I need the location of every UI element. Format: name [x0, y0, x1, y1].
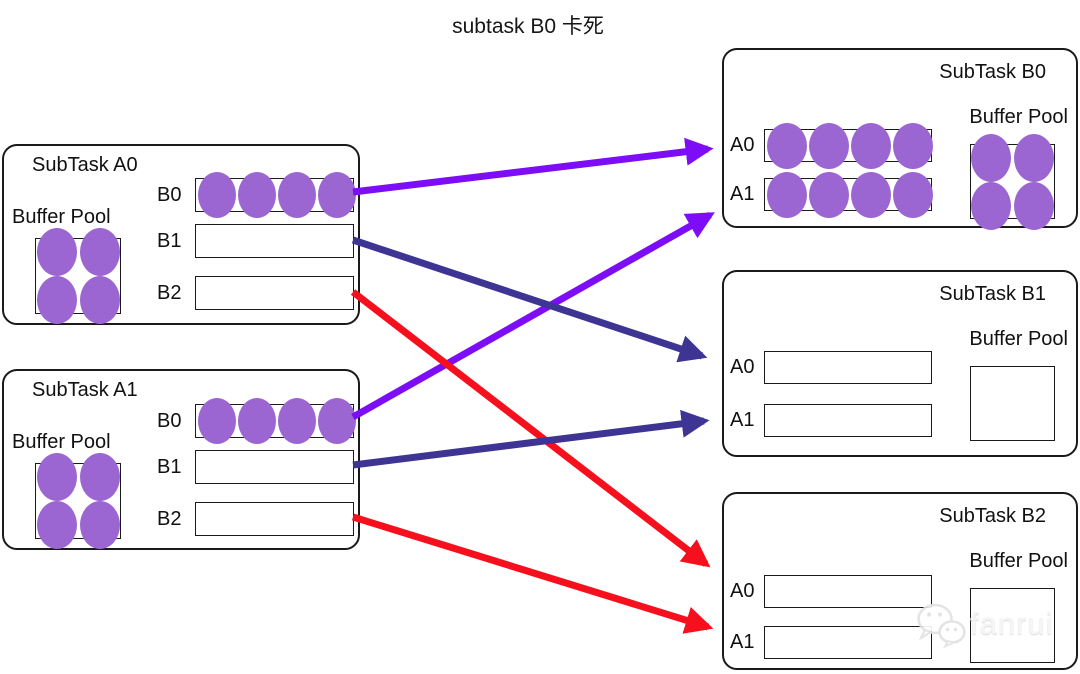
- diagram-title: subtask B0 卡死: [452, 15, 604, 38]
- watermark-text: fanrui: [970, 606, 1054, 641]
- buffer-token: [767, 122, 807, 169]
- buffer-pool-label: Buffer Pool: [969, 550, 1068, 572]
- queue-row: B1: [157, 224, 354, 258]
- output-queue-b0: [195, 398, 356, 444]
- arrow-a1b0-to-b0a1: [351, 211, 715, 421]
- output-queue-b1: [195, 224, 354, 258]
- subtask-b1-title: SubTask B1: [939, 283, 1046, 305]
- buffer-token: [809, 171, 849, 218]
- queue-label: B2: [157, 507, 182, 530]
- buffer-pool-label: Buffer Pool: [12, 431, 111, 453]
- buffer-pool: [970, 133, 1055, 230]
- queue-label: A0: [730, 134, 755, 156]
- queue-row: A0: [730, 575, 932, 608]
- buffer-token: [79, 228, 120, 276]
- buffer-token: [851, 122, 891, 169]
- buffer-token: [318, 172, 356, 218]
- queue-row: A0: [730, 351, 932, 384]
- arrow-a0b1-to-b1a0: [351, 236, 708, 363]
- input-queue-a0: [764, 575, 932, 608]
- queue-label: B0: [157, 409, 182, 432]
- arrow-a0b2-to-b2a0: [350, 289, 711, 568]
- queue-row: B0: [157, 398, 356, 444]
- queue-row: B2: [157, 502, 354, 536]
- input-queue-a1: [764, 404, 932, 437]
- arrow-a0b0-to-b0a0: [352, 137, 714, 196]
- subtask-a1-box: SubTask A1 Buffer Pool B0 B1 B2: [2, 369, 360, 550]
- queue-label: A1: [730, 183, 755, 205]
- buffer-token: [79, 276, 120, 324]
- queue-label: B1: [157, 455, 182, 478]
- buffer-token: [79, 453, 120, 501]
- buffer-token: [278, 172, 316, 218]
- queue-row: A1: [730, 171, 933, 218]
- buffer-token: [809, 122, 849, 169]
- buffer-token: [79, 501, 120, 549]
- subtask-b2-title: SubTask B2: [939, 505, 1046, 527]
- subtask-a0-box: SubTask A0 Buffer Pool B0 B1 B2: [2, 144, 360, 325]
- buffer-pool: [35, 453, 121, 549]
- buffer-pool: [970, 366, 1055, 441]
- buffer-pool-label: Buffer Pool: [969, 106, 1068, 128]
- wechat-icon: [917, 603, 966, 648]
- output-queue-b1: [195, 450, 354, 484]
- queue-label: A0: [730, 580, 755, 602]
- input-queue-a1: [764, 171, 933, 218]
- queue-row: B2: [157, 276, 354, 310]
- buffer-token: [238, 172, 276, 218]
- queue-label: A1: [730, 409, 755, 431]
- queue-label: B2: [157, 281, 182, 304]
- buffer-token: [278, 398, 316, 444]
- subtask-a0-title: SubTask A0: [32, 154, 138, 176]
- buffer-token: [893, 122, 933, 169]
- buffer-pool-label: Buffer Pool: [12, 206, 111, 228]
- buffer-token: [971, 133, 1011, 182]
- buffer-token: [198, 398, 236, 444]
- buffer-token: [893, 171, 933, 218]
- output-queue-b2: [195, 276, 354, 310]
- buffer-token: [1014, 133, 1054, 182]
- input-queue-a1: [764, 626, 932, 659]
- arrow-a1b2-to-b2a1: [351, 513, 714, 634]
- buffer-token: [36, 228, 77, 276]
- queue-row: A1: [730, 404, 932, 437]
- subtask-a1-title: SubTask A1: [32, 379, 138, 401]
- queue-row: B1: [157, 450, 354, 484]
- buffer-token: [851, 171, 891, 218]
- subtask-b0-title: SubTask B0: [939, 61, 1046, 83]
- input-queue-a0: [764, 351, 932, 384]
- queue-label: A0: [730, 356, 755, 378]
- buffer-token: [36, 276, 77, 324]
- queue-row: B0: [157, 172, 356, 218]
- subtask-b1-box: SubTask B1 Buffer Pool A0 A1: [722, 270, 1078, 457]
- queue-label: A1: [730, 631, 755, 653]
- output-queue-b2: [195, 502, 354, 536]
- buffer-token: [1014, 181, 1054, 230]
- queue-row: A0: [730, 122, 933, 169]
- subtask-b0-box: SubTask B0 Buffer Pool A0 A1: [722, 48, 1078, 230]
- arrow-a1b1-to-b1a1: [352, 409, 710, 469]
- buffer-token: [767, 171, 807, 218]
- subtask-b2-box: SubTask B2 Buffer Pool A0 A1: [722, 492, 1078, 670]
- buffer-pool-label: Buffer Pool: [969, 328, 1068, 350]
- buffer-token: [36, 501, 77, 549]
- output-queue-b0: [195, 172, 356, 218]
- buffer-token: [198, 172, 236, 218]
- buffer-token: [238, 398, 276, 444]
- queue-label: B0: [157, 183, 182, 206]
- buffer-token: [318, 398, 356, 444]
- buffer-pool: [35, 228, 121, 324]
- queue-row: A1: [730, 626, 932, 659]
- queue-label: B1: [157, 229, 182, 252]
- watermark: fanrui: [914, 600, 1054, 648]
- input-queue-a0: [764, 122, 933, 169]
- buffer-pool: [970, 588, 1055, 663]
- buffer-token: [36, 453, 77, 501]
- buffer-token: [971, 181, 1011, 230]
